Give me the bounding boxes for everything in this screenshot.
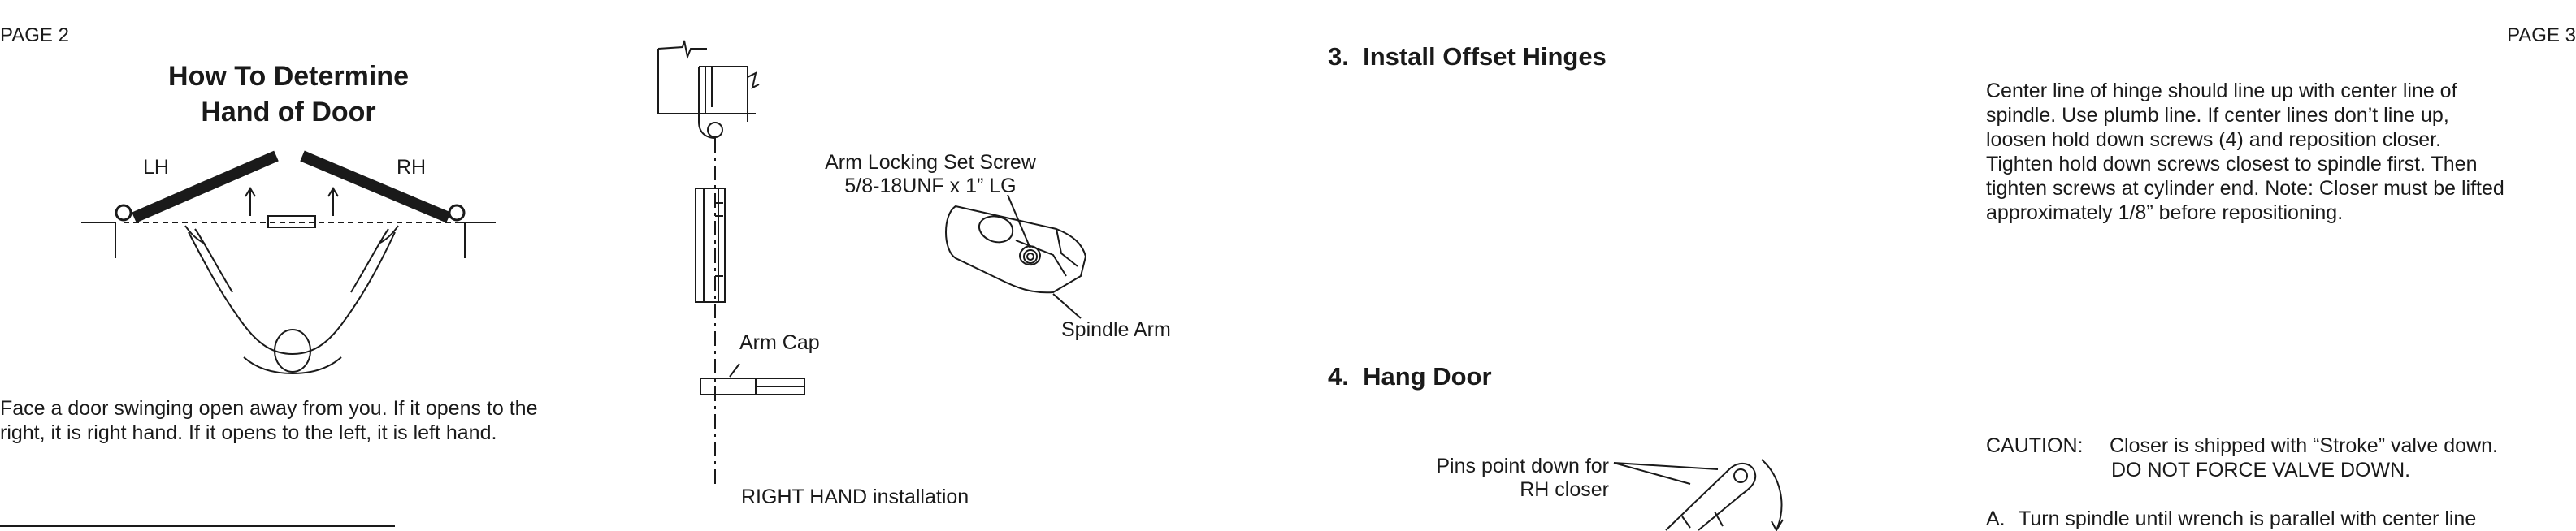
caution-label: CAUTION: (1986, 434, 2084, 457)
step-a-marker: A. (1986, 507, 2006, 530)
description-line-1: Face a door swinging open away from you.… (0, 397, 538, 420)
pins-line-1: Pins point down for (1436, 455, 1609, 477)
door-hand-illustration (81, 150, 496, 375)
description-line-2: right, it is right hand. If it opens to … (0, 421, 497, 444)
step-3-title: 3. Install Offset Hinges (1328, 42, 1607, 71)
step-3-line: spindle. Use plumb line. If center lines… (1986, 104, 2449, 127)
pins-label: Pins point down for RH closer (1406, 455, 1609, 502)
page-title: How To Determine Hand of Door (114, 58, 463, 130)
arm-locking-line-2: 5/8-18UNF x 1” LG (844, 175, 1017, 197)
title-line-1: How To Determine (168, 61, 409, 92)
arm-locking-line-1: Arm Locking Set Screw (825, 151, 1036, 174)
step-3-line: Tighten hold down screws closest to spin… (1986, 153, 2478, 175)
caution-line-1: Closer is shipped with “Stroke” valve do… (2110, 434, 2498, 457)
closer-hardware-illustration (657, 40, 1087, 487)
step-a-text: Turn spindle until wrench is parallel wi… (2019, 507, 2477, 530)
page-number-right: PAGE 3 (2507, 24, 2576, 46)
arm-locking-screw-label: Arm Locking Set Screw 5/8-18UNF x 1” LG (813, 151, 1048, 198)
pins-line-2: RH closer (1520, 478, 1609, 501)
step-3-line: Center line of hinge should line up with… (1986, 80, 2457, 102)
arm-cap-label: Arm Cap (739, 331, 820, 354)
hand-description: Face a door swinging open away from you.… (0, 396, 601, 445)
rh-label: RH (397, 156, 427, 179)
step-3-line: approximately 1/8” before repositioning. (1986, 201, 2344, 224)
caution-line-2: DO NOT FORCE VALVE DOWN. (2111, 459, 2411, 481)
step-3-instructions: Center line of hinge should line up with… (1986, 79, 2555, 225)
installation-caption: RIGHT HAND installation (741, 486, 969, 508)
step-3-line: tighten screws at cylinder end. Note: Cl… (1986, 177, 2504, 200)
spindle-arm-label: Spindle Arm (1061, 318, 1171, 341)
step-3-line: loosen hold down screws (4) and repositi… (1986, 128, 2442, 151)
step-4-title: 4. Hang Door (1328, 362, 1492, 391)
title-line-2: Hand of Door (201, 97, 376, 127)
section-divider (0, 525, 395, 527)
lh-label: LH (143, 156, 169, 179)
page-number-left: PAGE 2 (0, 24, 69, 46)
caution-text: Closer is shipped with “Stroke” valve do… (2110, 434, 2498, 482)
